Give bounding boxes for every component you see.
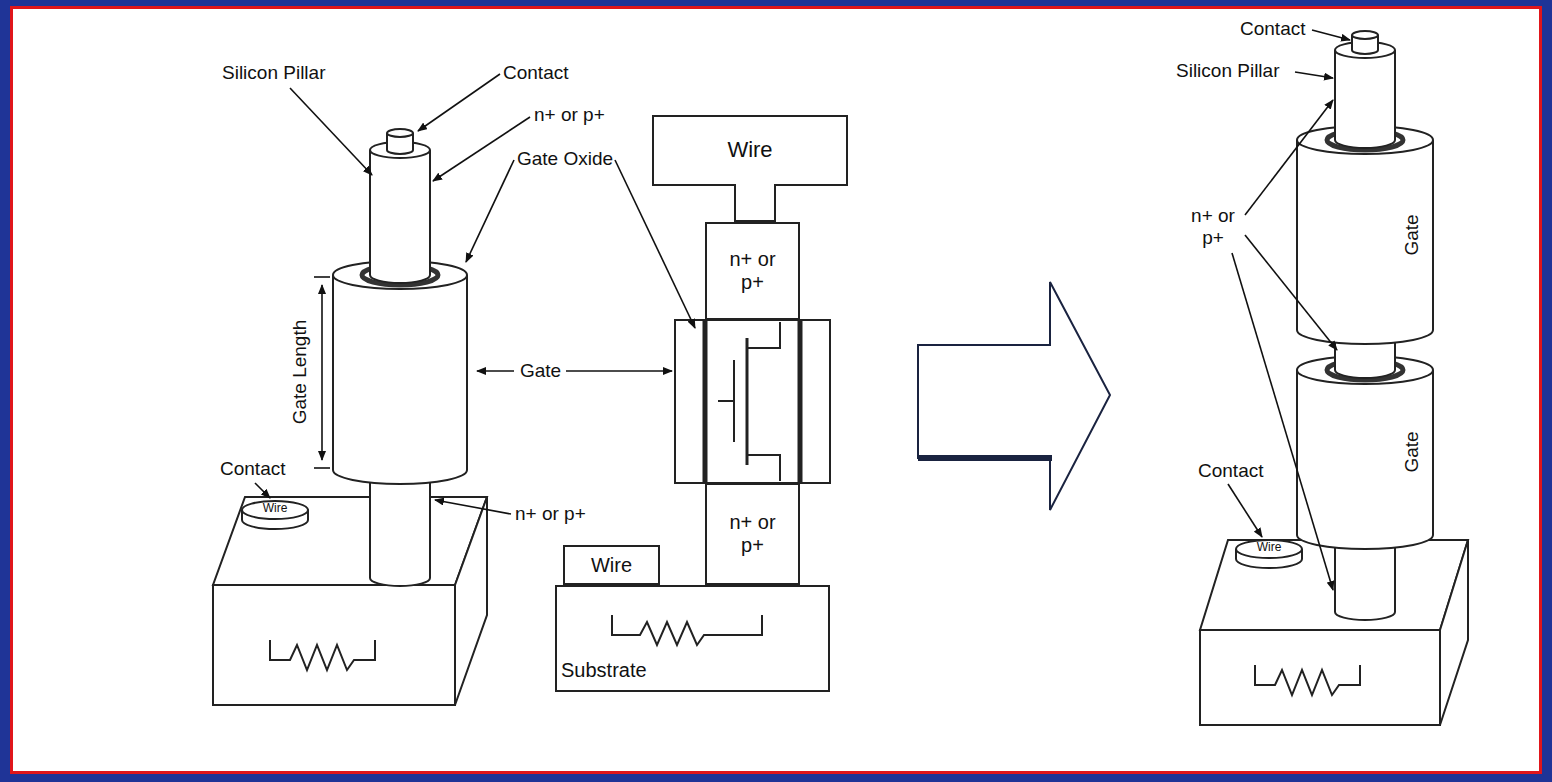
part-label: Gate Length (289, 320, 311, 425)
node-text: Substrate (561, 659, 647, 682)
part-label: Contact (1240, 18, 1305, 40)
node-text: n+ or p+ (723, 248, 783, 294)
node-text: Wire (1257, 541, 1282, 555)
node-text: n+ or p+ (723, 511, 783, 557)
part-label: Gate Oxide (517, 148, 613, 170)
part-label: Contact (220, 458, 285, 480)
part-label: Silicon Pillar (222, 62, 325, 84)
tee-outline (652, 115, 848, 222)
node-text: Wire (727, 137, 772, 162)
part-label: Gate (1401, 214, 1423, 255)
part-label: n+ or p+ (534, 104, 605, 126)
part-label: n+ or p+ (515, 503, 586, 525)
part-label: Silicon Pillar (1176, 60, 1279, 82)
part-label: n+ or p+ (1183, 205, 1243, 249)
wire-block: Wire (652, 115, 848, 222)
wire-block: Wire (563, 545, 660, 585)
part-label: Gate (520, 360, 561, 382)
part-label: Gate (1401, 431, 1423, 472)
contact-disc: Wire (1234, 538, 1304, 570)
node-text: Wire (591, 554, 632, 577)
doped-region: n+ or p+ (705, 222, 800, 320)
node-text: Wire (263, 502, 288, 516)
contact-disc: Wire (240, 499, 310, 531)
doped-region: n+ or p+ (705, 483, 800, 585)
substrate-block: Substrate (555, 585, 830, 692)
part-label: Contact (503, 62, 568, 84)
part-label: Contact (1198, 460, 1263, 482)
